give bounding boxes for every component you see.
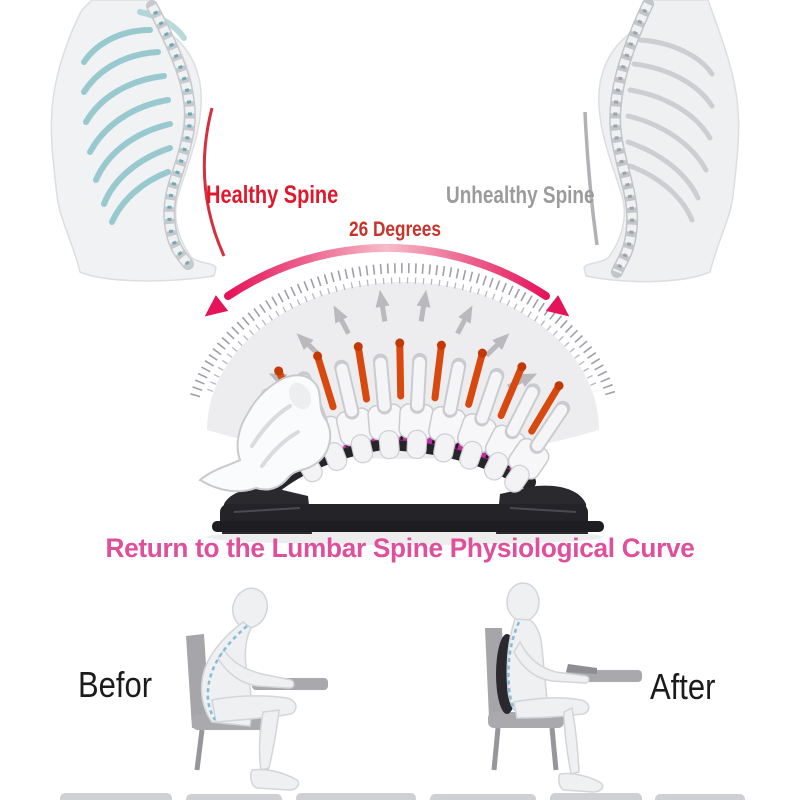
after-posture-figure xyxy=(485,582,642,793)
before-label: Befor xyxy=(78,664,153,705)
after-label: After xyxy=(650,666,716,707)
healthy-curve-indicator xyxy=(202,107,226,257)
unhealthy-spine-column xyxy=(609,0,654,278)
before-spine-line xyxy=(206,625,248,721)
healthy-torso-illustration xyxy=(50,0,226,282)
stretch-direction-arrow xyxy=(204,243,570,317)
before-person xyxy=(200,587,300,791)
gray-ribcage xyxy=(625,37,715,223)
unhealthy-torso-illustration xyxy=(583,0,740,283)
unhealthy-spine-label: Unhealthy Spine xyxy=(446,182,595,209)
after-spine-line xyxy=(507,621,521,711)
unhealthy-curve-indicator xyxy=(583,111,599,246)
bottom-cropped-content xyxy=(60,793,745,800)
degrees-label: 26 Degrees xyxy=(349,218,441,241)
before-posture-figure xyxy=(186,587,328,791)
after-person xyxy=(506,582,604,793)
sacrum-tailbone xyxy=(198,374,332,493)
healthy-spine-curve xyxy=(146,0,196,270)
caption-text: Return to the Lumbar Spine Physiological… xyxy=(105,533,695,563)
healthy-spine-label: Healthy Spine xyxy=(206,181,339,209)
arched-lumbar-spine xyxy=(198,338,577,498)
